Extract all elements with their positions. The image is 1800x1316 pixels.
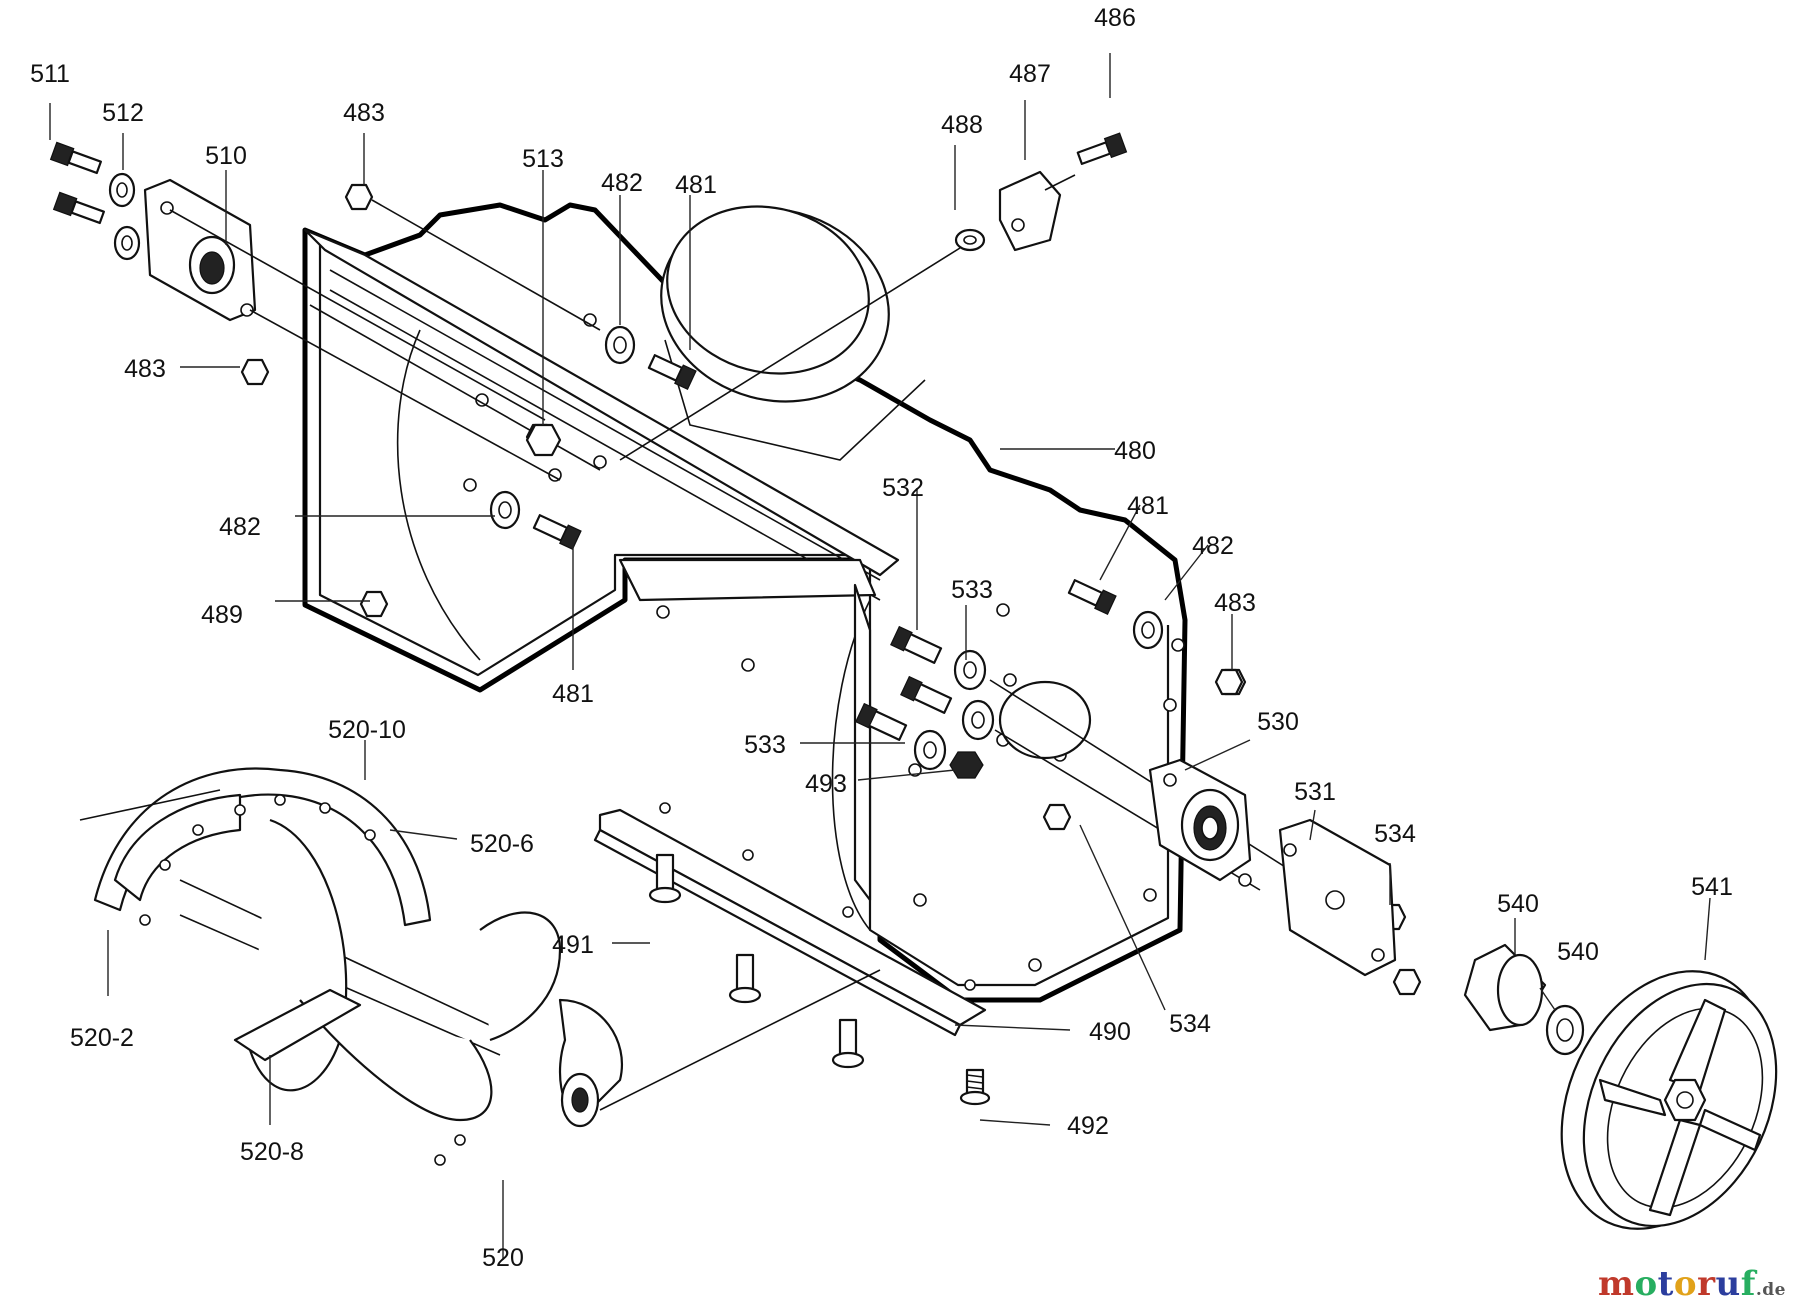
watermark-letter: f bbox=[1740, 1264, 1756, 1304]
part-label: 520-6 bbox=[470, 830, 534, 858]
part-label: 510 bbox=[205, 142, 247, 170]
auger bbox=[79, 767, 881, 1166]
watermark-letter: r bbox=[1697, 1264, 1716, 1304]
watermark-letter: u bbox=[1715, 1264, 1741, 1304]
pulley-assembly bbox=[1463, 943, 1778, 1230]
part-label: 481 bbox=[1127, 492, 1169, 520]
part-label: 511 bbox=[30, 60, 70, 88]
part-label: 488 bbox=[941, 111, 983, 139]
bearing-plates bbox=[1148, 758, 1397, 977]
watermark-logo: motoruf.de bbox=[1598, 1264, 1786, 1304]
part-label: 513 bbox=[522, 145, 564, 173]
bolt-492 bbox=[959, 1068, 991, 1106]
part-label: 492 bbox=[1067, 1112, 1109, 1140]
part-label: 540 bbox=[1557, 938, 1599, 966]
part-label: 530 bbox=[1257, 708, 1299, 736]
part-labels: 511 512 510 483 513 482 481 488 487 486 … bbox=[30, 4, 1733, 1272]
part-label: 489 bbox=[201, 601, 243, 629]
left-bearing-assembly bbox=[49, 141, 601, 481]
part-label: 512 bbox=[102, 99, 144, 127]
part-label: 520-2 bbox=[70, 1024, 134, 1052]
chute-clip-assembly bbox=[619, 132, 1128, 461]
part-label: 520 bbox=[482, 1244, 524, 1272]
part-label: 540 bbox=[1497, 890, 1539, 918]
part-label: 483 bbox=[1214, 589, 1256, 617]
watermark-suffix: .de bbox=[1755, 1280, 1786, 1300]
part-label: 532 bbox=[882, 474, 924, 502]
part-label: 541 bbox=[1691, 873, 1733, 901]
part-label: 482 bbox=[1192, 532, 1234, 560]
part-label: 481 bbox=[552, 680, 594, 708]
part-label: 534 bbox=[1169, 1010, 1211, 1038]
scraper-bar bbox=[593, 802, 987, 1037]
watermark-letter: o bbox=[1673, 1264, 1698, 1304]
watermark-letter: o bbox=[1634, 1264, 1658, 1304]
part-label: 491 bbox=[552, 931, 594, 959]
watermark-letter: m bbox=[1598, 1264, 1635, 1304]
part-label: 486 bbox=[1094, 4, 1136, 32]
part-label: 483 bbox=[124, 355, 166, 383]
part-label: 487 bbox=[1009, 60, 1051, 88]
part-label: 534 bbox=[1374, 820, 1416, 848]
leader-lines bbox=[49, 53, 1711, 1260]
part-label: 490 bbox=[1089, 1018, 1131, 1046]
carriage-bolts bbox=[648, 853, 865, 1069]
part-label: 533 bbox=[951, 576, 993, 604]
part-label: 482 bbox=[219, 513, 261, 541]
part-label: 482 bbox=[601, 169, 643, 197]
part-label: 531 bbox=[1294, 778, 1336, 806]
part-label: 520-10 bbox=[328, 716, 406, 744]
part-label: 533 bbox=[744, 731, 786, 759]
part-label: 520-8 bbox=[240, 1138, 304, 1166]
watermark-letter: t bbox=[1657, 1264, 1674, 1304]
part-label: 493 bbox=[805, 770, 847, 798]
part-label: 480 bbox=[1114, 437, 1156, 465]
part-label: 483 bbox=[343, 99, 385, 127]
part-label: 481 bbox=[675, 171, 717, 199]
housing-bolts-washers bbox=[489, 325, 1164, 650]
right-side-bolts bbox=[855, 625, 1291, 891]
